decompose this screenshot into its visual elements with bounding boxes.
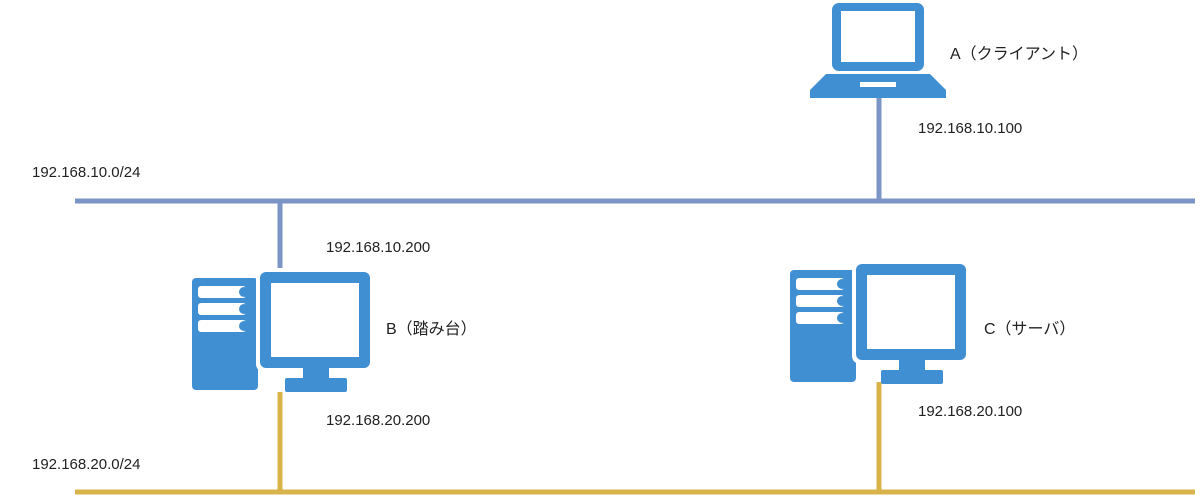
host-b-name: B（踏み台） [386,321,477,338]
network-label-upper: 192.168.10.0/24 [32,164,141,181]
host-b-ip-upper: 192.168.10.200 [326,239,431,256]
host-b-ip-lower: 192.168.20.200 [326,412,431,429]
desktop-computer-icon [192,268,374,392]
host-c-name: C（サーバ） [984,321,1076,338]
host-c-ip-lower: 192.168.20.100 [918,403,1023,420]
desktop-computer-icon [790,260,970,384]
laptop-icon [810,3,946,98]
host-a-ip-upper: 192.168.10.100 [918,120,1023,137]
network-label-lower: 192.168.20.0/24 [32,456,141,473]
host-a-name: A（クライアント） [950,46,1089,63]
